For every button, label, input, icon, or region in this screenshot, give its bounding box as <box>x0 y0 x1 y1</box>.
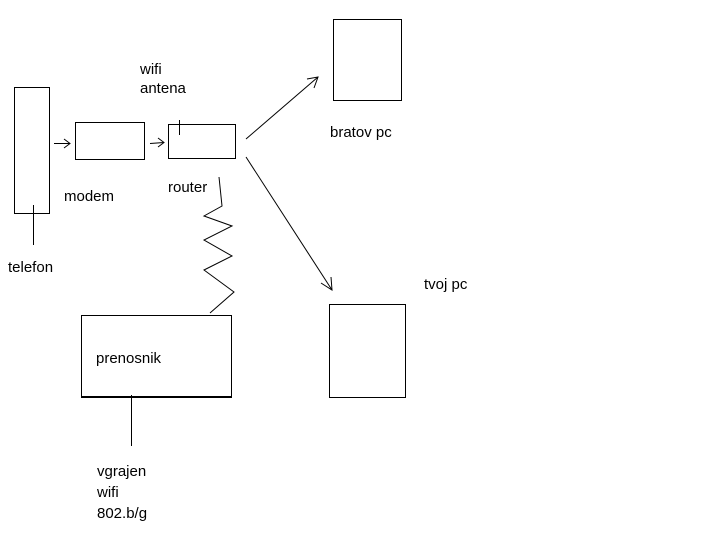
label-telefon: telefon <box>8 259 54 276</box>
label-builtin-wifi-line1: vgrajen <box>97 463 147 480</box>
telefon-box <box>14 87 50 214</box>
label-laptop: prenosnik <box>96 350 162 367</box>
label-wifi-antenna-line2: antena <box>140 80 186 97</box>
arrow-router-to-brother-pc <box>245 76 319 140</box>
label-modem: modem <box>64 188 115 205</box>
label-builtin-wifi-line3: 802.b/g <box>97 505 148 522</box>
modem-box <box>75 122 145 160</box>
label-router: router <box>168 179 208 196</box>
label-builtin-wifi: vgrajen wifi 802.b/g <box>97 461 147 524</box>
wireless-zigzag-link <box>202 176 235 314</box>
label-your-pc: tvoj pc <box>424 276 468 293</box>
arrow-modem-to-router <box>149 137 165 148</box>
brother-pc-box <box>333 19 402 101</box>
label-wifi-antenna-line1: wifi <box>140 61 162 78</box>
label-brother-pc: bratov pc <box>330 124 392 141</box>
label-builtin-wifi-line2: wifi <box>97 484 119 501</box>
arrow-router-to-your-pc <box>245 156 333 291</box>
your-pc-box <box>329 304 406 398</box>
router-box <box>168 124 236 159</box>
arrow-telefon-to-modem <box>54 138 71 149</box>
label-wifi-antenna: wifi antena <box>140 60 186 98</box>
